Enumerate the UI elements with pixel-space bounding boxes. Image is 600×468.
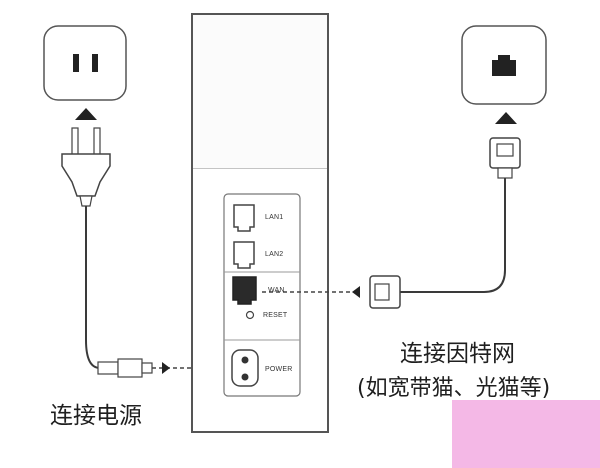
router-device	[191, 13, 329, 433]
port-label-power: POWER	[265, 366, 293, 373]
power-plug	[61, 127, 111, 207]
power-cable	[85, 206, 101, 369]
port-label-lan2: LAN2	[265, 251, 284, 258]
caption-connect-power: 连接电源	[50, 403, 142, 429]
arrow-up-icon	[495, 112, 517, 124]
arrow-right-icon	[162, 362, 170, 374]
pink-highlight-patch	[452, 400, 600, 468]
reset-button-icon	[245, 310, 255, 320]
port-label-wan: WAN	[268, 287, 285, 294]
power-jack	[231, 349, 259, 387]
ethernet-plug-side	[369, 275, 401, 309]
wall-power-outlet	[43, 25, 127, 101]
arrow-left-icon	[352, 286, 360, 298]
lan2-port	[233, 241, 255, 269]
lan1-port	[233, 204, 255, 232]
caption-connect-internet-note: (如宽带猫、光猫等)	[357, 376, 551, 401]
wan-port	[232, 276, 257, 305]
network-cable	[400, 178, 506, 293]
arrow-up-icon	[75, 108, 97, 120]
ethernet-plug-top	[489, 137, 521, 179]
network-wall-socket	[461, 25, 547, 105]
caption-connect-internet: 连接因特网	[400, 341, 515, 367]
port-label-reset: RESET	[263, 312, 288, 319]
port-label-lan1: LAN1	[265, 214, 284, 221]
dc-connector	[97, 358, 153, 378]
